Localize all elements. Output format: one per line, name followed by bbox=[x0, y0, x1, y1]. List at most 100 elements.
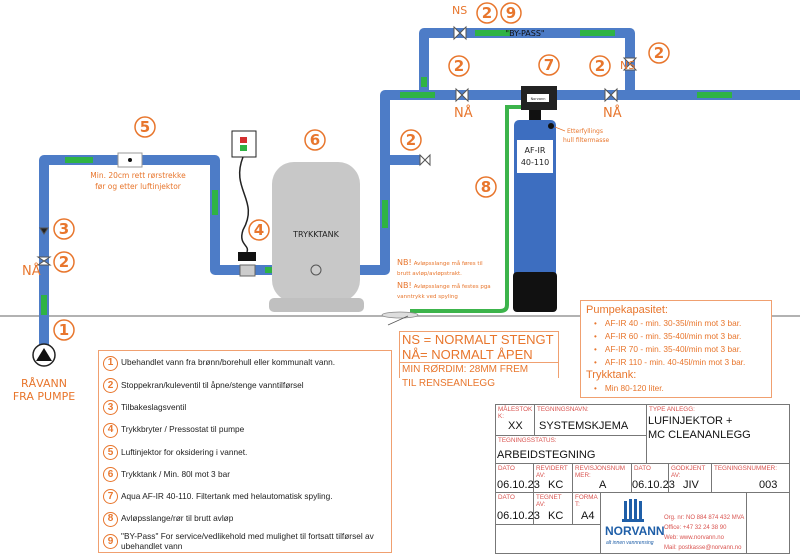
cell-value: A bbox=[599, 479, 607, 491]
valve-icon bbox=[419, 153, 431, 167]
cell-label: TEGNET AV: bbox=[536, 494, 562, 508]
callout-9: 9 bbox=[506, 4, 516, 22]
legend-number: 6 bbox=[103, 467, 118, 483]
check-valve-icon bbox=[39, 227, 49, 235]
drain-outlet bbox=[381, 311, 419, 319]
valve-icon bbox=[604, 87, 618, 103]
pump-capacity-title: Pumpekapasitet: bbox=[586, 304, 668, 316]
callout-2: 2 bbox=[654, 44, 664, 62]
callout-5: 5 bbox=[140, 118, 150, 136]
legend-text: Trykktank / Min. 80l mot 3 bar bbox=[121, 468, 230, 479]
flow-arrow-icon bbox=[41, 295, 47, 315]
norvann-logo-icon bbox=[622, 499, 644, 522]
pump-capacity-item: AF-IR 70 - min. 35-40l/min mot 3 bar. bbox=[594, 343, 766, 356]
cell-label: TEGNINGSSTATUS: bbox=[498, 437, 557, 444]
slogan: alt innen vannrensing bbox=[606, 540, 654, 546]
raw-water-label: RÅVANN bbox=[21, 377, 67, 390]
filter-label-box bbox=[517, 140, 553, 173]
callout-2: 2 bbox=[454, 57, 464, 75]
drawing-name-cell: TEGNINGSNAVN:SYSTEMSKJEMA bbox=[535, 405, 647, 436]
org-number: Org. nr: NO 884 874 432 MVA bbox=[664, 515, 745, 521]
pump-capacity-item: AF-IR 110 - min. 40-45l/min mot 3 bar. bbox=[594, 356, 766, 369]
callout-2: 2 bbox=[59, 253, 69, 271]
pipe-dim-note: MIN RØRDIM: 28MM FREM bbox=[400, 362, 558, 377]
title-block: MÅLESTOKK:XX TEGNINGSNAVN:SYSTEMSKJEMA T… bbox=[495, 404, 790, 554]
flow-arrow-icon bbox=[382, 200, 388, 228]
legend-number: 2 bbox=[103, 377, 118, 393]
tank-base bbox=[269, 298, 364, 312]
cell-value: KC bbox=[548, 479, 564, 491]
callout-6: 6 bbox=[310, 131, 320, 149]
cell-label: MÅLESTOKK: bbox=[498, 406, 533, 420]
pump-triangle-icon bbox=[36, 348, 52, 361]
revised-by-cell: REVIDERT AV:KC bbox=[534, 464, 573, 493]
pressure-switch bbox=[238, 252, 256, 261]
legend-number: 1 bbox=[103, 355, 118, 371]
cell-label: TEGNINGSNUMMER: bbox=[714, 465, 777, 472]
cable bbox=[238, 156, 249, 253]
drain-hose bbox=[410, 105, 521, 313]
cell-label: TEGNINGSNAVN: bbox=[537, 406, 589, 413]
filter-model: 40-110 bbox=[521, 158, 549, 167]
flow-arrow-icon bbox=[65, 157, 93, 163]
air-injector-note: Min. 20cm rett rørstrekke bbox=[90, 171, 186, 180]
empty-cell bbox=[496, 525, 601, 554]
cell-value: 06.10.23 bbox=[497, 479, 540, 491]
website[interactable]: Web: www.norvann.no bbox=[664, 535, 724, 541]
email[interactable]: Mail: postkasse@norvann.no bbox=[664, 545, 742, 551]
legend-text: Ubehandlet vann fra brønn/borehull eller… bbox=[121, 357, 335, 368]
pump-capacity-box: Pumpekapasitet: AF-IR 40 - min. 30-35l/m… bbox=[580, 300, 772, 398]
tank-capacity-title: Trykktank: bbox=[586, 369, 637, 381]
leader-line bbox=[387, 315, 409, 326]
cell-value: 06.10.23 bbox=[497, 510, 540, 522]
approved-by-cell: GODKJENT AV:JIV bbox=[669, 464, 712, 493]
na-definition: NÅ= NORMALT ÅPEN bbox=[402, 347, 533, 362]
refill-note: Etterfyllings bbox=[567, 128, 603, 135]
valve-icon bbox=[622, 57, 638, 71]
legend-number: 4 bbox=[103, 422, 118, 438]
legend-text: Trykkbryter / Pressostat til pumpe bbox=[121, 424, 245, 435]
callout-circles bbox=[53, 2, 670, 341]
cell-value: 06.10.23 bbox=[632, 479, 675, 491]
cell-label: TYPE ANLEGG: bbox=[649, 406, 695, 413]
legend-text: Aqua AF-IR 40-110. Filtertank med helaut… bbox=[121, 491, 333, 502]
flow-arrow-icon bbox=[475, 30, 510, 36]
drawing-number-cell: TEGNINGSNUMMER:003 bbox=[712, 464, 790, 493]
leader-line bbox=[554, 126, 566, 132]
pipe-fitting bbox=[239, 264, 256, 277]
legend-text: Stoppekran/kuleventil til åpne/stenge va… bbox=[121, 379, 304, 390]
cell-label: REVIDERT AV: bbox=[536, 465, 568, 479]
callout-7: 7 bbox=[544, 56, 554, 74]
cell-label: GODKJENT AV: bbox=[671, 465, 706, 479]
office-phone: Office: +47 32 24 38 90 bbox=[664, 525, 727, 531]
valve-icon bbox=[453, 25, 467, 41]
pressure-tank bbox=[272, 162, 360, 302]
nb-note-2b: vanntrykk ved spyling bbox=[397, 294, 458, 300]
nb-note-2: NB!Avløpsslange må festes pga bbox=[397, 281, 491, 290]
valve-state-label: NÅ bbox=[454, 105, 473, 121]
valve-legend-box: NS = NORMALT STENGT NÅ= NORMALT ÅPEN MIN… bbox=[399, 331, 559, 391]
ns-definition: NS = NORMALT STENGT bbox=[402, 332, 554, 347]
filter-base bbox=[513, 272, 557, 312]
nb-note-1b: brutt avløp/avløpstrakt. bbox=[397, 271, 462, 277]
legend-text: "BY-Pass" For service/vedlikehold med mu… bbox=[121, 531, 374, 551]
status-cell: TEGNINGSSTATUS:ARBEIDSTEGNING bbox=[496, 436, 647, 464]
valve-state-label: NÅ bbox=[603, 105, 622, 121]
nb-note-1: NB!Avløpsslange må føres til bbox=[397, 258, 483, 267]
pump-capacity-item: AF-IR 60 - min. 35-40l/min mot 3 bar. bbox=[594, 330, 766, 343]
pipe-dim-note-2: TIL RENSEANLEGG bbox=[400, 377, 558, 391]
legend-number: 8 bbox=[103, 511, 118, 527]
scale-cell: MÅLESTOKK:XX bbox=[496, 405, 535, 436]
filter-label: AF-IR bbox=[525, 146, 546, 155]
refill-hole-icon bbox=[548, 123, 554, 129]
